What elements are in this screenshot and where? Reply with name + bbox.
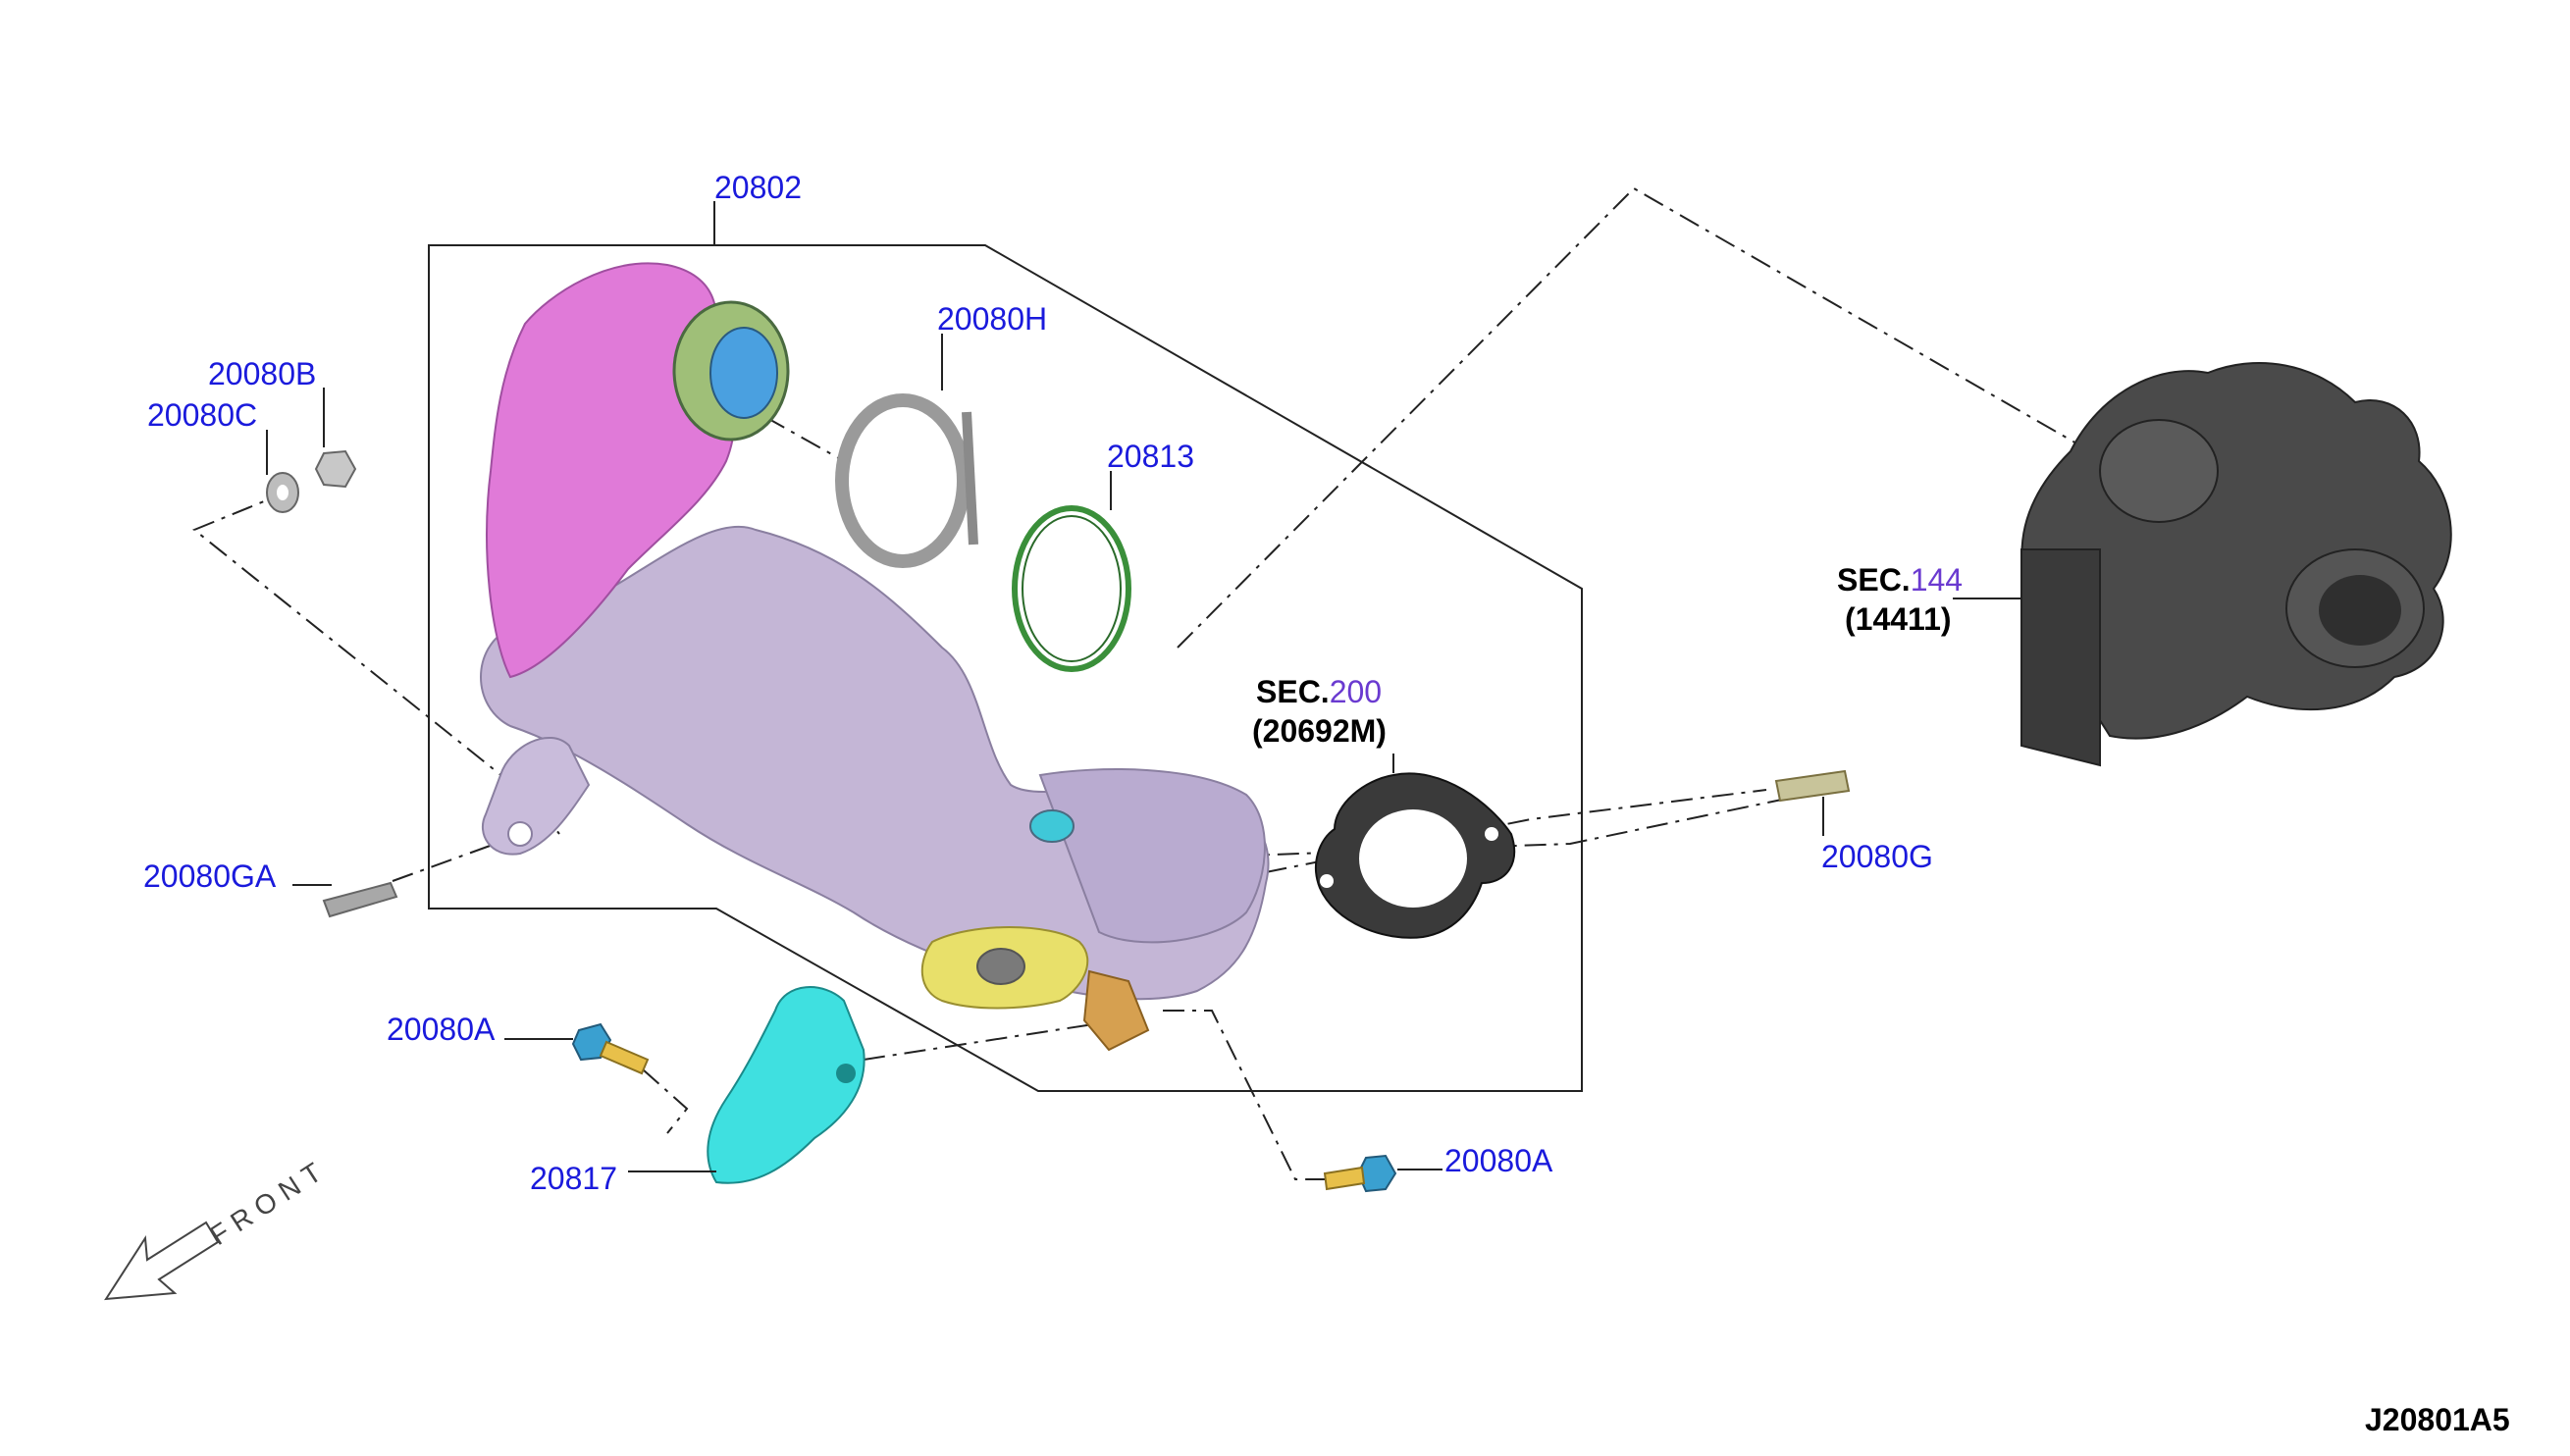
exhaust-gasket-hole bbox=[1359, 809, 1467, 908]
alignment-line-bolt-left bbox=[642, 1068, 689, 1134]
exhaust-gasket-bolt-hole-1 bbox=[1485, 827, 1498, 841]
assembly-frame bbox=[428, 244, 1583, 1092]
lower-bracket-tab bbox=[1082, 969, 1150, 1052]
exhaust-gasket-bolt-hole-2 bbox=[1320, 874, 1334, 888]
label-20080ga[interactable]: 20080GA bbox=[143, 858, 277, 894]
stay-bolt-hole bbox=[507, 821, 533, 847]
front-direction-label: FRONT bbox=[204, 1153, 333, 1251]
alignment-line-stud-g2 bbox=[941, 789, 1767, 938]
sec200-prefix: SEC. bbox=[1256, 674, 1330, 709]
front-arrow-icon bbox=[104, 1221, 220, 1301]
bracket-hole bbox=[836, 1064, 856, 1083]
alignment-line-washer bbox=[192, 490, 560, 835]
gasket-ring bbox=[1012, 505, 1131, 672]
alignment-line-bracket bbox=[863, 1019, 1120, 1061]
sec200-number: 200 bbox=[1330, 674, 1382, 709]
washer-hole bbox=[277, 485, 288, 500]
catalytic-converter bbox=[480, 525, 1270, 1001]
stud-20080g bbox=[1774, 769, 1851, 803]
sec-reference-144-part: (14411) bbox=[1845, 601, 1952, 637]
label-20080a-right[interactable]: 20080A bbox=[1444, 1143, 1553, 1178]
bolt-20080a-left-shank bbox=[599, 1040, 650, 1075]
bolt-20080a-left bbox=[571, 1022, 612, 1062]
v-band-clamp bbox=[835, 393, 970, 568]
bolt-20080a-right-shank bbox=[1323, 1166, 1366, 1191]
nut-20080b bbox=[314, 449, 357, 489]
sec144-number: 144 bbox=[1911, 562, 1963, 598]
label-20080c[interactable]: 20080C bbox=[147, 397, 257, 433]
converter-outlet-flange bbox=[1038, 768, 1266, 944]
bracket-20817 bbox=[707, 986, 865, 1184]
heat-shield bbox=[486, 262, 736, 679]
diagram-code: J20801A5 bbox=[2365, 1402, 2510, 1437]
label-20813[interactable]: 20813 bbox=[1107, 439, 1194, 474]
label-20802[interactable]: 20802 bbox=[714, 170, 802, 205]
alignment-line-turbo bbox=[1177, 186, 2091, 649]
sec-reference-144[interactable]: SEC.144 bbox=[1837, 562, 1963, 598]
stud-20080ga bbox=[322, 881, 398, 918]
turbocharger bbox=[2020, 362, 2452, 767]
label-20080h[interactable]: 20080H bbox=[937, 301, 1047, 337]
clamp-bolt bbox=[962, 411, 978, 546]
label-20080g[interactable]: 20080G bbox=[1821, 839, 1933, 874]
gasket-ring-inner bbox=[1022, 515, 1122, 662]
label-20080b[interactable]: 20080B bbox=[208, 356, 316, 391]
sec-reference-200-part: (20692M) bbox=[1252, 713, 1387, 749]
outlet-port-cyan bbox=[1029, 809, 1075, 843]
alignment-line-bolt-right bbox=[1163, 1010, 1339, 1180]
outlet-flange-hole bbox=[976, 948, 1025, 985]
converter-mounting-stay bbox=[481, 736, 591, 856]
sec-reference-200[interactable]: SEC.200 bbox=[1256, 674, 1382, 709]
label-20817[interactable]: 20817 bbox=[530, 1161, 617, 1196]
inlet-port bbox=[709, 327, 778, 419]
sec144-prefix: SEC. bbox=[1837, 562, 1911, 598]
label-20080a-left[interactable]: 20080A bbox=[387, 1012, 496, 1047]
alignment-line-clamp bbox=[764, 416, 845, 462]
